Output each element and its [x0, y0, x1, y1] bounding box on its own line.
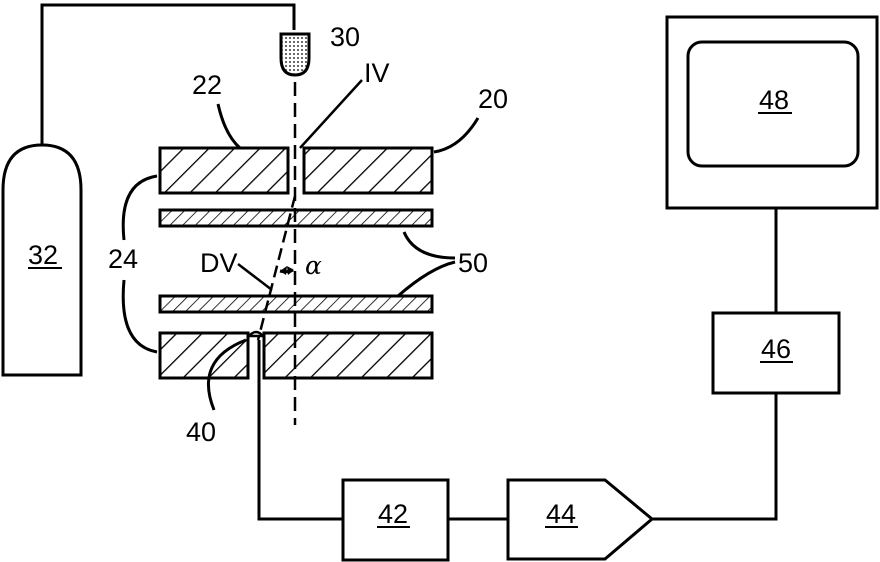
wire-44-46: [652, 393, 776, 519]
lower-plate: [160, 296, 432, 312]
label-22: 22: [192, 70, 222, 100]
label-IV: IV: [364, 58, 390, 88]
leader-50-lower: [398, 262, 455, 296]
box-44: [508, 480, 652, 559]
label-40: 40: [186, 417, 216, 447]
leader-DV: [238, 264, 272, 290]
label-24: 24: [108, 244, 138, 274]
label-42: 42: [378, 499, 408, 529]
leader-24-upper: [123, 176, 157, 240]
upper-plate: [160, 210, 432, 226]
label-32: 32: [28, 240, 58, 270]
upper-right-electrode: [304, 148, 432, 193]
leader-IV: [300, 80, 362, 148]
lower-left-electrode: [160, 333, 248, 378]
angle-arrow-right-icon: [287, 266, 294, 275]
leader-24-lower: [123, 280, 157, 352]
label-48: 48: [759, 85, 789, 115]
label-DV: DV: [200, 248, 238, 278]
label-20: 20: [478, 84, 508, 114]
leader-50-upper: [404, 232, 455, 258]
lower-right-electrode: [264, 333, 432, 378]
gas-feed-line: [42, 5, 294, 150]
nozzle: [281, 34, 309, 75]
label-46: 46: [761, 334, 791, 364]
detector: [249, 332, 263, 336]
leader-20: [434, 118, 478, 152]
label-alpha: α: [305, 251, 322, 280]
angle-arrow-left-icon: [280, 266, 287, 275]
label-30: 30: [330, 22, 360, 52]
upper-left-electrode: [160, 148, 288, 193]
label-50: 50: [458, 248, 488, 278]
label-44: 44: [546, 499, 576, 529]
leader-22: [218, 104, 240, 148]
